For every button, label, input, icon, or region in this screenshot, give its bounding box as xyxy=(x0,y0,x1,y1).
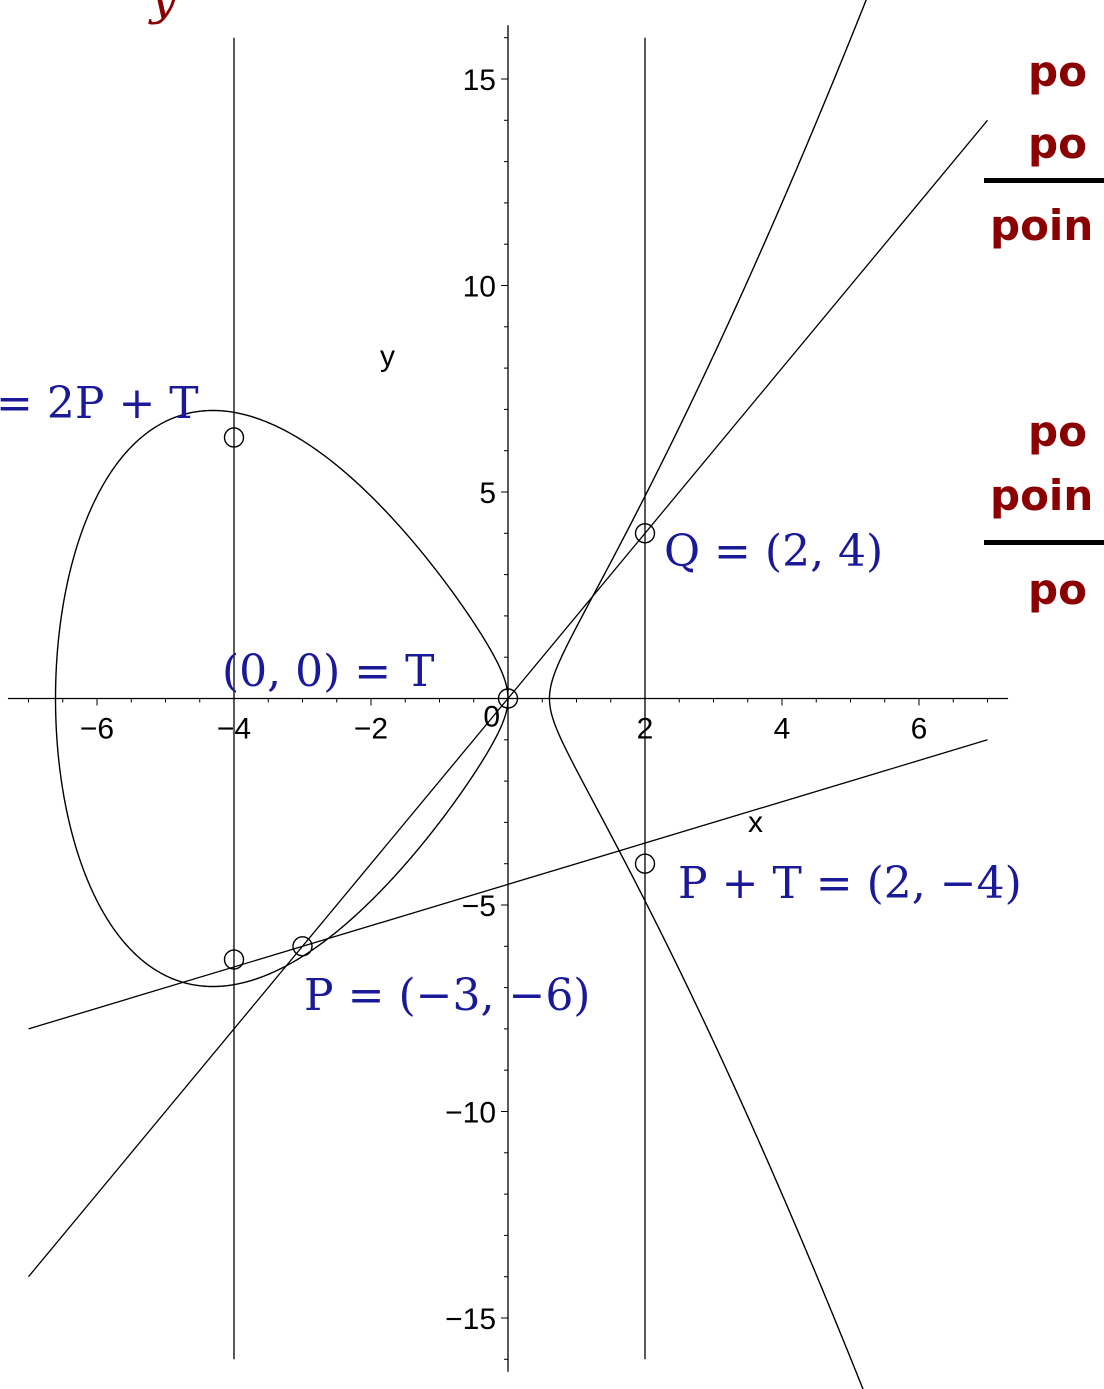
fraction-bar-2 xyxy=(984,540,1104,545)
fraction-bar-1 xyxy=(984,178,1104,183)
x-tick-label: 2 xyxy=(637,713,654,746)
y-tick-label: 10 xyxy=(463,271,496,304)
point-P-plus-T xyxy=(634,853,656,874)
y-axis-label: y xyxy=(380,340,395,373)
point-Q xyxy=(634,523,656,544)
cut-off-title-glyph: y xyxy=(148,0,178,26)
side-text-2a: po xyxy=(1028,407,1087,456)
y-tick-label: −5 xyxy=(462,890,496,923)
side-text-1c: poin xyxy=(990,201,1093,250)
point-T-label: (0, 0) = T xyxy=(222,646,434,697)
side-text-group-1: po po poin xyxy=(984,47,1104,250)
x-tick-label: −4 xyxy=(217,713,251,746)
side-text-2b: poin xyxy=(990,471,1093,520)
point-Q-label: Q = (2, 4) xyxy=(664,526,883,577)
x-tick-label: 0 xyxy=(483,701,500,734)
x-tick-label: −2 xyxy=(354,713,388,746)
side-text-2c: po xyxy=(1028,565,1087,614)
ticks-group: −6 −4 −2 0 2 4 6 15 10 5 −5 −10 −15 xyxy=(28,37,988,1360)
point-neg-2P-plus-T xyxy=(223,949,245,970)
point-P-label: P = (−3, −6) xyxy=(304,970,590,1021)
y-tick-label: 15 xyxy=(463,64,496,97)
side-text-group-2: po poin po xyxy=(984,407,1104,614)
y-tick-label: −10 xyxy=(445,1097,496,1130)
side-text-1a: po xyxy=(1028,47,1087,96)
x-tick-label: 6 xyxy=(911,713,928,746)
points-group xyxy=(223,427,656,970)
side-text-1b: po xyxy=(1028,119,1087,168)
point-2P-plus-T-label: = 2P + T xyxy=(0,378,199,429)
curve-group xyxy=(54,0,867,1389)
point-2P-plus-T xyxy=(223,427,245,448)
y-tick-label: 5 xyxy=(479,477,496,510)
point-P xyxy=(292,936,313,957)
point-labels-group: = 2P + T Q = (2, 4) (0, 0) = T P + T = (2, … xyxy=(0,378,1022,1021)
x-tick-label: −6 xyxy=(80,713,114,746)
x-axis-label: x xyxy=(748,806,763,839)
point-P-plus-T-label: P + T = (2, −4) xyxy=(678,858,1022,909)
y-tick-label: −15 xyxy=(445,1303,496,1336)
curve-unbounded-branch xyxy=(548,0,867,1389)
x-tick-label: 4 xyxy=(774,713,791,746)
point-T xyxy=(497,688,519,709)
